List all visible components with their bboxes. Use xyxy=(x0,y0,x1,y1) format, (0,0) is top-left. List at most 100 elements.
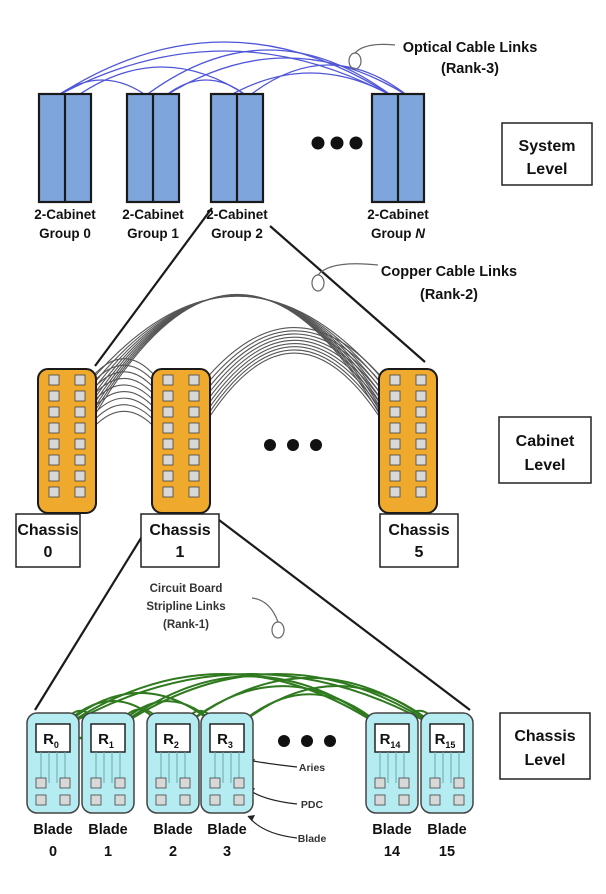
copper-cable-link xyxy=(72,295,403,426)
optical-cable-label-line1: Optical Cable Links xyxy=(403,40,538,56)
blade-label-line2: 1 xyxy=(104,844,112,860)
chassis-label-line2: 5 xyxy=(415,544,424,561)
chassis-slot xyxy=(162,406,174,418)
ellipsis-dot xyxy=(310,439,322,451)
ellipsis-dot xyxy=(264,439,276,451)
ellipsis-dot xyxy=(301,735,313,747)
chassis-slot xyxy=(415,422,427,434)
ellipsis-dot xyxy=(349,136,363,150)
copper-cable-link xyxy=(180,346,409,456)
callout-label-1: PDC xyxy=(301,799,324,811)
blade-label-line1: Blade xyxy=(427,822,467,838)
pdc-chip xyxy=(429,794,441,806)
router-box-2 xyxy=(155,723,191,753)
chassis-label-box-0 xyxy=(15,513,81,568)
chassis-slot xyxy=(48,470,60,482)
pdc-chip xyxy=(35,794,47,806)
chassis-slot xyxy=(188,470,200,482)
chassis-slot xyxy=(74,438,86,450)
callout-arrowhead-2 xyxy=(248,815,255,821)
chassis-level-box xyxy=(499,712,591,780)
chassis-slot xyxy=(48,422,60,434)
blade-label-line1: Blade xyxy=(153,822,193,838)
chassis-slot xyxy=(162,390,174,402)
optical-cable-callout-leader xyxy=(354,43,396,54)
chassis-slot xyxy=(415,374,427,386)
chassis-slot xyxy=(188,438,200,450)
chassis-slot xyxy=(48,438,60,450)
chassis-label-box-1 xyxy=(140,513,220,568)
stripline-link xyxy=(113,673,442,731)
zoom-line-cabinet-left xyxy=(94,207,213,367)
chassis-level-label-line1: Chassis xyxy=(514,728,575,745)
chassis-label-line1: Chassis xyxy=(17,522,78,539)
copper-cable-link xyxy=(192,327,397,396)
zoom-line-chassis-left xyxy=(34,529,147,711)
chassis-slot xyxy=(74,406,86,418)
optical-cable-label-line2: (Rank-3) xyxy=(441,61,499,77)
ellipsis-dot xyxy=(324,735,336,747)
blade-label-line2: 2 xyxy=(169,844,177,860)
chassis-slot xyxy=(74,470,86,482)
chassis-slot xyxy=(74,454,86,466)
group-label-line2: Group 2 xyxy=(211,226,263,241)
router-box-0 xyxy=(35,723,71,753)
group-label-line2: Group 1 xyxy=(127,226,179,241)
chassis-slot xyxy=(74,486,86,498)
optical-cable-link xyxy=(144,49,393,97)
pdc-chip xyxy=(398,794,410,806)
chassis-slot xyxy=(48,486,60,498)
blade-label-line2: 3 xyxy=(223,844,231,860)
chassis-slot xyxy=(415,406,427,418)
copper-cable-link xyxy=(78,295,397,396)
stripline-callout-ring xyxy=(271,621,285,639)
chassis-slot xyxy=(188,390,200,402)
chassis-slot xyxy=(415,390,427,402)
chassis-label-line2: 1 xyxy=(176,544,185,561)
blade-label-line1: Blade xyxy=(372,822,412,838)
callout-label-2: Blade xyxy=(298,833,327,845)
chassis-slot xyxy=(162,438,174,450)
optical-cable-link xyxy=(56,50,393,97)
pdc-chip xyxy=(155,794,167,806)
chassis-slot xyxy=(48,454,60,466)
pdc-chip xyxy=(114,777,126,789)
pdc-chip xyxy=(114,794,126,806)
router-box-4 xyxy=(374,723,410,753)
chassis-level-label-line2: Level xyxy=(525,752,566,769)
chassis-slot xyxy=(188,422,200,434)
copper-cable-link xyxy=(190,330,399,406)
system-level-label-line1: System xyxy=(519,138,576,155)
chassis-label-line1: Chassis xyxy=(149,522,210,539)
chassis-label-line1: Chassis xyxy=(388,522,449,539)
blade-label-line2: 15 xyxy=(439,844,455,860)
chassis-slot xyxy=(162,422,174,434)
shapes-layer xyxy=(15,92,593,814)
system-level-label-line2: Level xyxy=(527,161,568,178)
group-label-line1: 2-Cabinet xyxy=(122,207,184,222)
pdc-chip xyxy=(453,794,465,806)
router-box-3 xyxy=(209,723,245,753)
chassis-slot xyxy=(389,454,401,466)
chassis-slot xyxy=(188,486,200,498)
chassis-slot xyxy=(74,422,86,434)
optical-cable-link xyxy=(228,72,393,97)
optical-cable-callout-ring xyxy=(348,52,362,70)
chassis-slot xyxy=(48,374,60,386)
chassis-slot xyxy=(162,486,174,498)
chassis-1 xyxy=(151,368,211,514)
chassis-slot xyxy=(389,486,401,498)
blade-label-line2: 0 xyxy=(49,844,57,860)
chassis-0 xyxy=(37,368,97,514)
ellipsis-dot xyxy=(287,439,299,451)
group-label-line1: 2-Cabinet xyxy=(367,207,429,222)
optical-cable-link xyxy=(56,41,393,97)
callout-arrow-0 xyxy=(247,759,298,768)
pdc-chip xyxy=(209,794,221,806)
cabinet-level-box xyxy=(498,416,592,484)
pdc-chip xyxy=(179,794,191,806)
chassis-slot xyxy=(188,374,200,386)
chassis-label-line2: 0 xyxy=(44,544,53,561)
copper-cable-callout-ring xyxy=(311,274,325,292)
